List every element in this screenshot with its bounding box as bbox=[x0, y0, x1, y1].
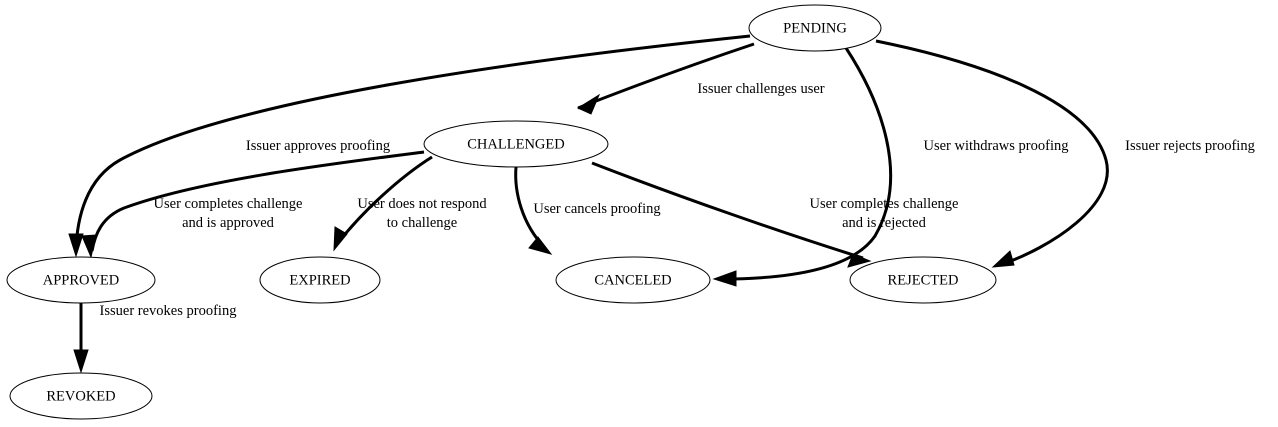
arrowhead-icon bbox=[991, 250, 1015, 268]
edge-label-line: Issuer approves proofing bbox=[246, 138, 390, 154]
node-label: PENDING bbox=[783, 20, 847, 36]
node-label: EXPIRED bbox=[289, 272, 350, 288]
arrowhead-icon bbox=[712, 270, 737, 287]
edge-label-line: and is rejected bbox=[842, 215, 926, 231]
node-label: APPROVED bbox=[43, 272, 120, 288]
edge-label-line: Issuer rejects proofing bbox=[1125, 138, 1255, 154]
edge-challenged-expired: User does not respond to challenge bbox=[333, 155, 487, 252]
state-node-canceled[interactable]: CANCELED bbox=[555, 256, 711, 304]
state-node-pending[interactable]: PENDING bbox=[748, 4, 882, 52]
node-ellipse[interactable] bbox=[748, 4, 882, 52]
state-node-revoked[interactable]: REVOKED bbox=[9, 372, 153, 420]
edge-pending-canceled: User withdraws proofing bbox=[712, 47, 1069, 287]
edge-path-pending-canceled bbox=[720, 47, 893, 281]
edge-label-pending-challenged: Issuer challenges user bbox=[697, 81, 824, 97]
node-label: REJECTED bbox=[888, 272, 959, 288]
edge-label-pending-rejected: Issuer rejects proofing bbox=[1125, 138, 1255, 154]
arrowhead-icon bbox=[73, 349, 89, 374]
edge-label-challenged-expired: User does not respond to challenge bbox=[357, 196, 487, 231]
node-ellipse[interactable] bbox=[6, 256, 156, 304]
edge-challenged-canceled: User cancels proofing bbox=[514, 166, 661, 255]
edge-label-pending-approved: Issuer approves proofing bbox=[246, 138, 390, 154]
edge-pending-rejected: Issuer rejects proofing bbox=[875, 39, 1255, 268]
edge-path-challenged-expired bbox=[336, 155, 433, 244]
edge-label-challenged-canceled: User cancels proofing bbox=[533, 201, 660, 217]
edge-label-line: User completes challenge bbox=[154, 196, 303, 212]
state-node-rejected[interactable]: REJECTED bbox=[849, 256, 997, 304]
edge-challenged-approved: User completes challenge and is approved bbox=[81, 150, 425, 259]
edge-label-line: to challenge bbox=[387, 215, 457, 231]
edge-label-line: User completes challenge bbox=[810, 196, 959, 212]
edge-label-line: User cancels proofing bbox=[533, 201, 660, 217]
edge-path-pending-rejected bbox=[875, 39, 1109, 267]
node-label: CANCELED bbox=[594, 272, 671, 288]
edge-challenged-rejected: User completes challenge and is rejected bbox=[591, 161, 959, 268]
edge-path-challenged-rejected bbox=[591, 161, 864, 260]
node-label: REVOKED bbox=[46, 388, 115, 404]
arrowhead-icon bbox=[847, 253, 872, 268]
node-ellipse[interactable] bbox=[259, 256, 381, 304]
state-node-approved[interactable]: APPROVED bbox=[6, 256, 156, 304]
edge-path-pending-challenged bbox=[577, 42, 755, 110]
edge-pending-approved: Issuer approves proofing bbox=[68, 34, 751, 258]
edge-label-challenged-rejected: User completes challenge and is rejected bbox=[810, 196, 959, 231]
edge-pending-challenged: Issuer challenges user bbox=[576, 42, 825, 115]
state-node-challenged[interactable]: CHALLENGED bbox=[423, 120, 609, 168]
state-node-expired[interactable]: EXPIRED bbox=[259, 256, 381, 304]
edge-label-line: User does not respond bbox=[357, 196, 487, 212]
arrowhead-icon bbox=[333, 226, 348, 252]
edge-label-line: and is approved bbox=[182, 215, 275, 231]
edge-label-challenged-approved: User completes challenge and is approved bbox=[154, 196, 303, 231]
edge-path-pending-approved bbox=[74, 34, 751, 251]
edge-label-line: Issuer revokes proofing bbox=[100, 303, 237, 319]
node-ellipse[interactable] bbox=[9, 372, 153, 420]
arrowhead-icon bbox=[576, 93, 601, 115]
edge-approved-revoked: Issuer revokes proofing bbox=[73, 303, 237, 374]
edge-label-pending-canceled: User withdraws proofing bbox=[924, 138, 1069, 154]
edge-label-approved-revoked: Issuer revokes proofing bbox=[100, 303, 237, 319]
edge-label-line: Issuer challenges user bbox=[697, 81, 824, 97]
nodes-layer: PENDING CHALLENGED APPROVED EXPIRED CANCELED… bbox=[6, 4, 997, 420]
node-ellipse[interactable] bbox=[555, 256, 711, 304]
arrowhead-icon bbox=[81, 234, 97, 259]
arrowhead-icon bbox=[68, 233, 84, 258]
edge-label-line: User withdraws proofing bbox=[924, 138, 1069, 154]
arrowhead-icon bbox=[528, 236, 553, 255]
node-label: CHALLENGED bbox=[467, 136, 564, 152]
edge-path-challenged-approved bbox=[90, 150, 425, 252]
node-ellipse[interactable] bbox=[423, 120, 609, 168]
node-ellipse[interactable] bbox=[849, 256, 997, 304]
